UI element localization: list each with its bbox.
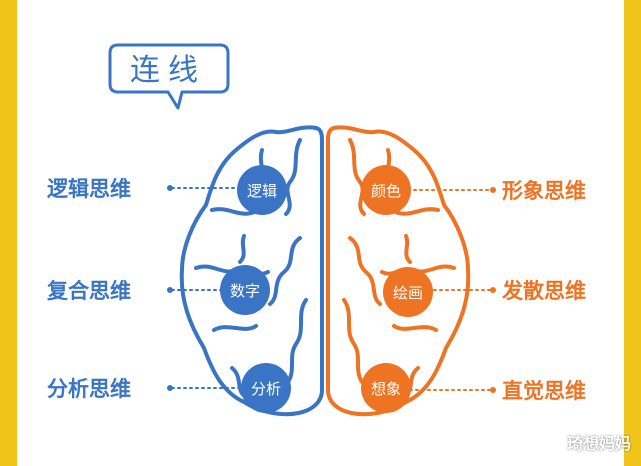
connector-dots <box>167 185 496 393</box>
node-label-left-3: 分析 <box>251 380 281 398</box>
connector-dot <box>167 385 173 391</box>
node-number <box>220 265 270 315</box>
node-label-right-3: 想象 <box>371 380 401 398</box>
connector-dot <box>490 187 496 193</box>
node-label-left-1: 逻辑 <box>247 182 277 200</box>
right-label-3: 直觉思维 <box>502 379 586 403</box>
connector-dot <box>167 287 173 293</box>
title-bubble: 连线 <box>108 43 230 110</box>
left-label-1: 逻辑思维 <box>47 177 131 201</box>
left-hemisphere <box>179 125 324 417</box>
right-label-2: 发散思维 <box>501 279 586 303</box>
node-color <box>361 165 411 215</box>
left-label-2: 复合思维 <box>46 279 131 303</box>
node-label-left-2: 数字 <box>230 282 260 300</box>
node-analysis <box>241 363 291 413</box>
watermark: 琦想妈妈 <box>566 434 631 453</box>
page-title: 连线 <box>130 53 206 88</box>
connector-dot <box>490 387 496 393</box>
connector-dot <box>490 287 496 293</box>
node-painting <box>383 267 433 317</box>
node-label-right-1: 颜色 <box>371 182 401 200</box>
node-label-right-2: 绘画 <box>393 284 423 302</box>
node-circles <box>220 165 433 413</box>
right-label-1: 形象思维 <box>502 179 586 203</box>
node-logic <box>237 165 287 215</box>
node-imagination <box>361 363 411 413</box>
left-label-3: 分析思维 <box>47 377 131 401</box>
connector-dot <box>167 185 173 191</box>
